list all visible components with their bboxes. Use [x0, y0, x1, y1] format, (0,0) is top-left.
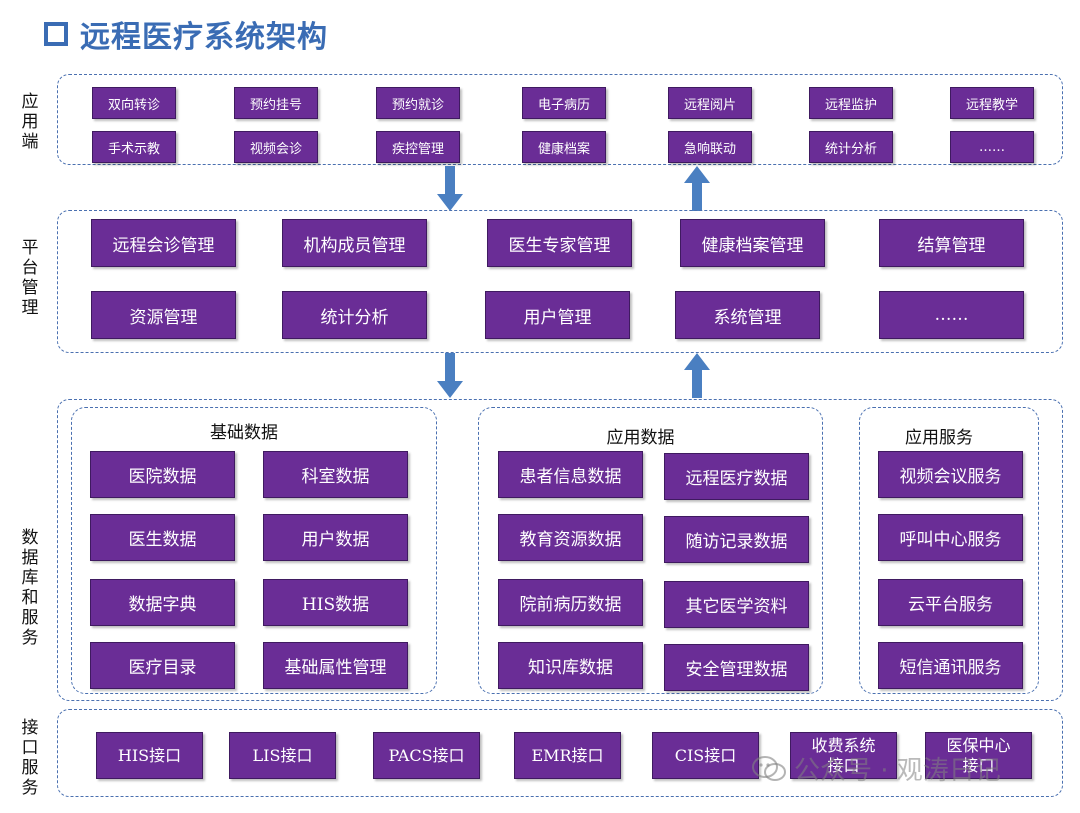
app-services-group — [859, 407, 1039, 694]
app-data-item: 安全管理数据 — [664, 644, 809, 691]
interface-item: 医保中心接口 — [925, 732, 1032, 779]
interface-item: EMR接口 — [514, 732, 621, 779]
watermark: 公众号 · 观涛日记 — [752, 750, 1001, 787]
interface-item: PACS接口 — [373, 732, 480, 779]
app-item: 统计分析 — [809, 131, 893, 163]
app-data-item: 患者信息数据 — [498, 451, 643, 498]
platform-layer — [57, 210, 1063, 353]
data-layer — [57, 399, 1063, 701]
interface-layer — [57, 709, 1063, 797]
service-item: 云平台服务 — [878, 579, 1023, 626]
app-data-item: 院前病历数据 — [498, 579, 643, 626]
interface-item: HIS接口 — [96, 732, 203, 779]
app-data-item: 远程医疗数据 — [664, 453, 809, 500]
app-item: 手术示教 — [92, 131, 176, 163]
app-data-item: 知识库数据 — [498, 642, 643, 689]
basic-data-item: HIS数据 — [263, 579, 408, 626]
app-item: 远程阅片 — [668, 87, 752, 119]
up-arrow-icon — [684, 166, 710, 211]
platform-item: 机构成员管理 — [282, 219, 427, 267]
app-services-title: 应用服务 — [905, 428, 973, 448]
layer-label-interface: 接口服务 — [21, 718, 39, 798]
basic-data-item: 科室数据 — [263, 451, 408, 498]
platform-item: 用户管理 — [485, 291, 630, 339]
layer-label-app: 应用端 — [21, 92, 39, 152]
service-item: 视频会议服务 — [878, 451, 1023, 498]
service-item: 呼叫中心服务 — [878, 514, 1023, 561]
app-layer — [57, 74, 1063, 165]
platform-item: 医生专家管理 — [487, 219, 632, 267]
down-arrow-icon — [437, 353, 463, 398]
app-item: 预约就诊 — [376, 87, 460, 119]
title-bar: 远程医疗系统架构 — [44, 12, 328, 56]
interface-item: LIS接口 — [229, 732, 336, 779]
app-item: 疾控管理 — [376, 131, 460, 163]
square-icon — [44, 22, 68, 46]
wechat-icon — [752, 755, 786, 781]
app-item: 远程教学 — [950, 87, 1034, 119]
interface-item: CIS接口 — [652, 732, 759, 779]
platform-item: 系统管理 — [675, 291, 820, 339]
watermark-text: 公众号 · 观涛日记 — [794, 756, 1001, 786]
interface-item: 收费系统接口 — [790, 732, 897, 779]
platform-item: 健康档案管理 — [680, 219, 825, 267]
app-item: 远程监护 — [809, 87, 893, 119]
app-item: 双向转诊 — [92, 87, 176, 119]
app-data-title: 应用数据 — [606, 428, 675, 448]
app-data-item: 教育资源数据 — [498, 514, 643, 561]
basic-data-item: 基础属性管理 — [263, 642, 408, 689]
app-item: 健康档案 — [522, 131, 606, 163]
basic-data-title: 基础数据 — [210, 423, 278, 443]
basic-data-item: 用户数据 — [263, 514, 408, 561]
basic-data-group — [71, 407, 437, 694]
platform-item: 统计分析 — [282, 291, 427, 339]
platform-item: 远程会诊管理 — [91, 219, 236, 267]
app-item: 急响联动 — [668, 131, 752, 163]
down-arrow-icon — [437, 166, 463, 211]
basic-data-item: 医生数据 — [90, 514, 235, 561]
app-data-group — [478, 407, 823, 694]
platform-item: 资源管理 — [91, 291, 236, 339]
platform-item: 结算管理 — [879, 219, 1024, 267]
platform-item: …… — [879, 291, 1024, 339]
app-item: 电子病历 — [522, 87, 606, 119]
basic-data-item: 数据字典 — [90, 579, 235, 626]
service-item: 短信通讯服务 — [878, 642, 1023, 689]
up-arrow-icon — [684, 353, 710, 398]
app-item: 预约挂号 — [234, 87, 318, 119]
app-data-item: 其它医学资料 — [664, 581, 809, 628]
app-item: 视频会诊 — [234, 131, 318, 163]
app-data-item: 随访记录数据 — [664, 516, 809, 563]
layer-label-platform: 平台管理 — [21, 238, 39, 318]
basic-data-item: 医院数据 — [90, 451, 235, 498]
layer-label-data: 数据库和服务 — [21, 528, 39, 648]
basic-data-item: 医疗目录 — [90, 642, 235, 689]
page-title: 远程医疗系统架构 — [80, 20, 328, 55]
app-item: …… — [950, 131, 1034, 163]
